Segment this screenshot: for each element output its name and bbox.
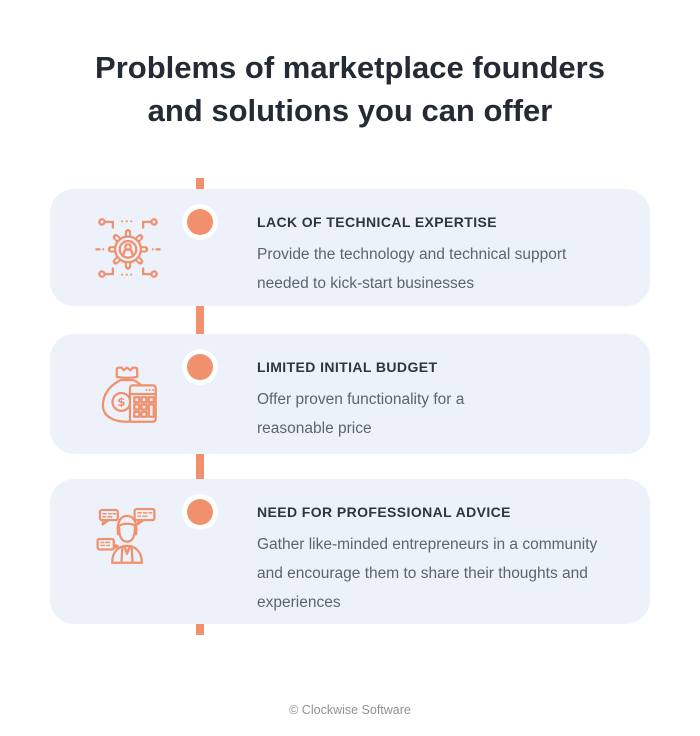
network-gear-user-icon [95,215,161,281]
problem-title: LIMITED INITIAL BUDGET [257,359,438,375]
problem-card-technical-expertise: LACK OF TECHNICAL EXPERTISE Provide the … [50,189,650,306]
timeline-dot [182,494,218,530]
solution-description-line: and encourage them to share their though… [257,565,588,582]
card-text-block: LIMITED INITIAL BUDGET Offer proven func… [257,356,626,443]
card-text-block: LACK OF TECHNICAL EXPERTISE Provide the … [257,211,626,298]
timeline-dot-marker [187,209,213,235]
timeline-dot [182,204,218,240]
problem-title: NEED FOR PROFESSIONAL ADVICE [257,504,511,520]
solution-description: Provide the technology and technical sup… [257,240,626,298]
timeline-dot-marker [187,354,213,380]
timeline-dot [182,349,218,385]
solution-description-line: experiences [257,594,341,611]
solution-description-line: needed to kick-start businesses [257,275,475,292]
solution-description-line: Provide the technology and technical sup… [257,246,567,263]
solution-description-line: Gather like-minded entrepreneurs in a co… [257,536,598,553]
timeline-dot-marker [187,499,213,525]
problem-card-initial-budget: $ LIMITED INITIAL BUDGET Offer prove [50,334,650,454]
problem-title: LACK OF TECHNICAL EXPERTISE [257,214,498,230]
dollar-sign-glyph: $ [117,395,125,409]
solution-description-line: reasonable price [257,420,372,437]
page-title: Problems of marketplace founders and sol… [0,46,700,132]
solution-description: Offer proven functionality for a reasona… [257,385,626,443]
solution-description-line: Offer proven functionality for a [257,391,465,408]
money-bag-calculator-icon: $ [95,361,161,427]
problem-card-professional-advice: NEED FOR PROFESSIONAL ADVICE Gather like… [50,479,650,624]
page-title-line-2: and solutions you can offer [147,93,553,128]
person-speech-bubbles-icon [95,504,161,570]
page-title-line-1: Problems of marketplace founders [95,50,605,85]
copyright-credit: © Clockwise Software [289,703,411,717]
solution-description: Gather like-minded entrepreneurs in a co… [257,530,626,617]
card-text-block: NEED FOR PROFESSIONAL ADVICE Gather like… [257,501,626,617]
